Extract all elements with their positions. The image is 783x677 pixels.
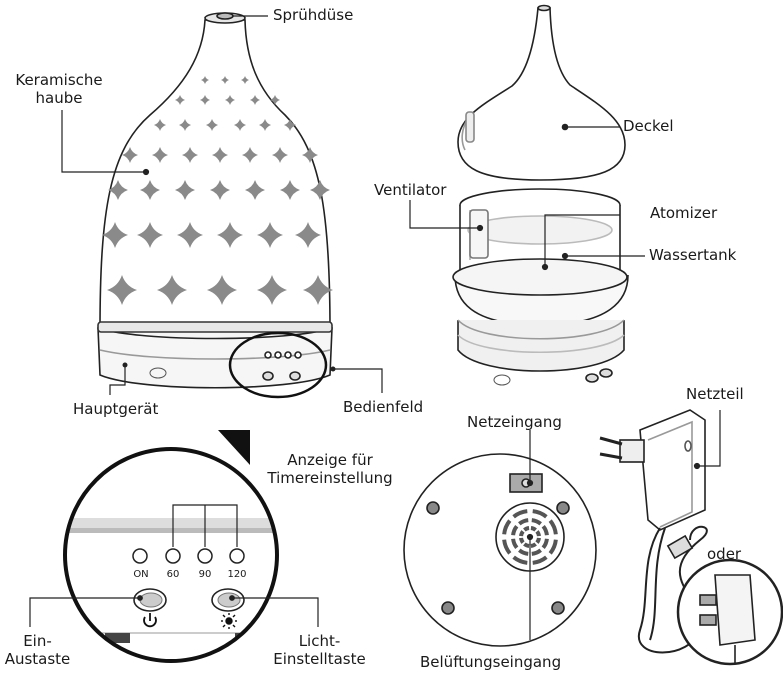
label-oder: oder — [707, 546, 741, 563]
label-anzeige-2: Timereinstellung — [245, 470, 415, 487]
bottom-view-illustration — [404, 430, 596, 646]
disassembled-unit-illustration — [453, 6, 628, 386]
label-bedienfeld: Bedienfeld — [343, 399, 423, 416]
vent-slot — [524, 544, 529, 546]
label-atomizer: Atomizer — [650, 205, 717, 222]
label-hauptgeraet: Hauptgerät — [73, 401, 158, 418]
label-keramische-haube-1: Keramische — [5, 72, 113, 89]
label-ein-austaste-2: Austaste — [0, 651, 75, 668]
label-deckel: Deckel — [623, 118, 674, 135]
label-licht-2: Einstelltaste — [262, 651, 377, 668]
label-ventilator: Ventilator — [374, 182, 446, 199]
vent-slot — [531, 544, 536, 546]
vent-slot — [531, 528, 536, 530]
vent-slot — [537, 531, 539, 536]
led-label-60: 60 — [163, 570, 183, 580]
vent-slot — [524, 528, 529, 530]
vent-slot — [521, 531, 523, 536]
label-ein-austaste-1: Ein- — [0, 633, 75, 650]
led-label-90: 90 — [195, 570, 215, 580]
label-netzteil: Netzteil — [686, 386, 744, 403]
label-anzeige-1: Anzeige für — [245, 452, 415, 469]
label-licht-1: Licht- — [262, 633, 377, 650]
label-netzeingang: Netzeingang — [467, 414, 562, 431]
power-adapter-illustration — [600, 410, 782, 664]
label-wassertank: Wassertank — [649, 247, 736, 264]
label-keramische-haube-2: haube — [5, 90, 113, 107]
vent-slot — [537, 538, 539, 543]
led-label-on: ON — [131, 570, 151, 580]
main-unit-illustration — [98, 13, 336, 397]
label-spruehduese: Sprühdüse — [273, 7, 353, 24]
vent-slot — [521, 538, 523, 543]
led-label-120: 120 — [225, 570, 249, 580]
label-belueftungseingang: Belüftungseingang — [420, 654, 561, 671]
